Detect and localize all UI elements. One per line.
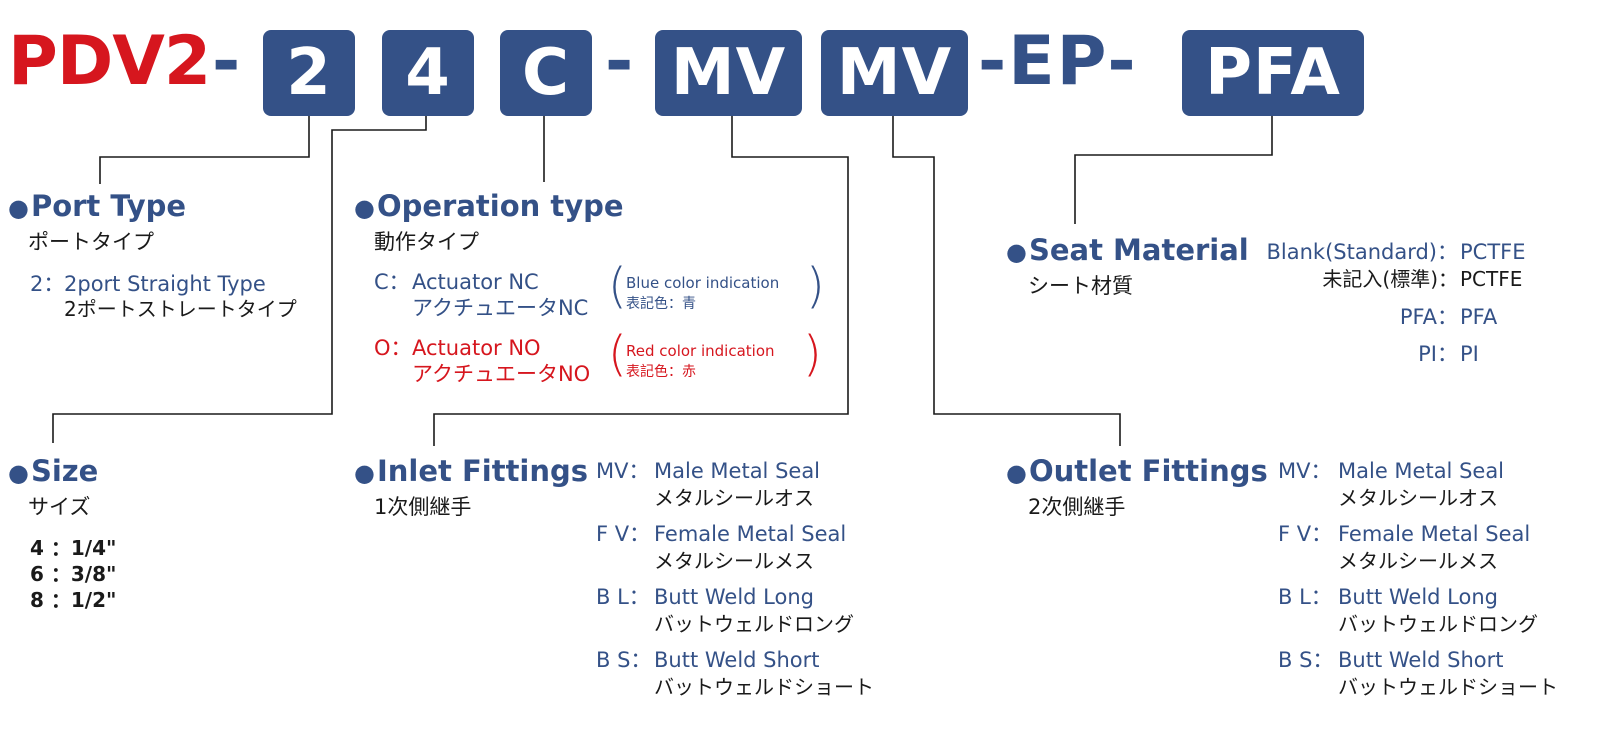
port-type-heading-jp: ポートタイプ <box>28 230 154 254</box>
option-desc: Male Metal Seal <box>1338 459 1505 483</box>
note-text-jp: 表記色：赤 <box>626 364 696 380</box>
paren-open: ( <box>608 326 627 382</box>
option-desc: Male Metal Seal <box>654 459 821 483</box>
option-code: B L： <box>1278 585 1332 609</box>
separator: - <box>212 22 241 101</box>
seat-material-heading-jp: シート材質 <box>1028 274 1133 298</box>
inlet-fittings-heading: ●Inlet Fittings <box>354 454 589 488</box>
note-text-jp: 表記色：青 <box>626 296 696 312</box>
option-desc: PCTFE <box>1460 267 1523 291</box>
option-desc-jp: バットウェルドロング <box>1338 612 1538 636</box>
option-desc-jp: バットウェルドショート <box>654 675 874 699</box>
port-type-heading: ●Port Type <box>8 189 187 223</box>
code-box-port-type: 2 <box>263 30 355 116</box>
bullet-icon: ● <box>8 194 29 222</box>
paren-close: ) <box>806 258 825 314</box>
code-box-inlet-fittings: MV <box>655 30 802 116</box>
bullet-icon: ● <box>8 459 29 487</box>
connector-seat-material <box>1074 116 1273 224</box>
bullet-icon: ● <box>354 194 375 222</box>
seat-material-heading: ●Seat Material <box>1006 233 1249 267</box>
option-desc: Actuator NO <box>412 336 541 360</box>
connector-port-type <box>99 116 310 184</box>
option-desc-jp: バットウェルドロング <box>654 612 854 636</box>
option-desc: 2port Straight Type <box>64 272 266 296</box>
size-option: 4 ：1/4" <box>30 536 117 560</box>
operation-type-heading-jp: 動作タイプ <box>374 230 479 254</box>
option-desc-jp: アクチュエータNO <box>412 362 591 386</box>
outlet-fittings-heading: ●Outlet Fittings <box>1006 454 1268 488</box>
connector-size <box>52 116 427 443</box>
bullet-icon: ● <box>1006 459 1027 487</box>
option-desc-jp: メタルシールオス <box>654 486 814 510</box>
code-box-outlet-fittings: MV <box>821 30 968 116</box>
option-desc: Butt Weld Short <box>1338 648 1504 672</box>
code-box-size: 4 <box>382 30 474 116</box>
option-desc: PI <box>1460 342 1479 366</box>
size-option: 8 ：1/2" <box>30 588 117 612</box>
note-text: Red color indication <box>626 342 775 360</box>
separator-ep: -EP- <box>978 22 1138 101</box>
inlet-fittings-heading-jp: 1次側継手 <box>374 495 472 519</box>
option-code: PI： <box>1418 342 1458 366</box>
operation-type-heading: ●Operation type <box>354 189 624 223</box>
size-heading: ●Size <box>8 454 99 488</box>
paren-open: ( <box>608 258 627 314</box>
connector-outlet-fittings <box>892 116 1121 446</box>
separator: - <box>605 22 634 101</box>
option-code: PFA： <box>1399 305 1458 329</box>
option-desc-jp: メタルシールメス <box>654 549 814 573</box>
option-desc-jp: 2ポートストレートタイプ <box>64 297 297 321</box>
option-desc: Butt Weld Long <box>1338 585 1498 609</box>
option-desc: Actuator NC <box>412 270 539 294</box>
option-code: Blank(Standard)： <box>1266 240 1458 264</box>
note-text: Blue color indication <box>626 274 780 292</box>
option-desc: Butt Weld Short <box>654 648 820 672</box>
size-option: 6 ：3/8" <box>30 562 117 586</box>
option-code: MV： <box>1278 459 1332 483</box>
option-desc: Butt Weld Long <box>654 585 814 609</box>
option-desc-jp: メタルシールオス <box>1338 486 1498 510</box>
option-desc-jp: メタルシールメス <box>1338 549 1498 573</box>
option-code: B S： <box>596 648 652 672</box>
option-code: B L： <box>596 585 650 609</box>
model-prefix: PDV2 <box>8 22 211 101</box>
option-desc: Female Metal Seal <box>1338 522 1531 546</box>
option-code-jp: 未記入(標準)： <box>1322 267 1458 291</box>
size-heading-jp: サイズ <box>28 495 91 519</box>
paren-close: ) <box>803 326 822 382</box>
option-code: 2： <box>30 272 65 296</box>
code-box-seat-material: PFA <box>1182 30 1364 116</box>
option-desc: Female Metal Seal <box>654 522 847 546</box>
bullet-icon: ● <box>354 459 375 487</box>
option-desc-jp: アクチュエータNC <box>412 296 589 320</box>
option-desc: PFA <box>1460 305 1498 329</box>
option-code: F V： <box>596 522 651 546</box>
option-code: MV： <box>596 459 650 483</box>
code-box-operation-type: C <box>500 30 592 116</box>
option-desc-jp: バットウェルドショート <box>1338 675 1558 699</box>
option-code: C： <box>374 270 410 294</box>
outlet-fittings-heading-jp: 2次側継手 <box>1028 495 1126 519</box>
option-desc: PCTFE <box>1460 240 1526 264</box>
bullet-icon: ● <box>1006 238 1027 266</box>
option-code: B S： <box>1278 648 1334 672</box>
option-code: F V： <box>1278 522 1333 546</box>
connector-inlet-fittings <box>433 116 849 446</box>
option-code: O： <box>374 336 412 360</box>
